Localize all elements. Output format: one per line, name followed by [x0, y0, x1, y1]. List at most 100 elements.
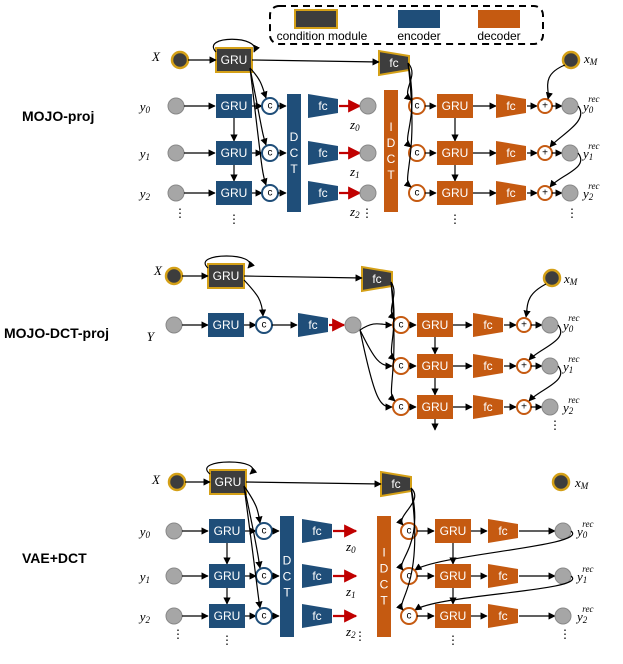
condition-fc-3: fc — [380, 470, 412, 498]
bar-letter: C — [290, 146, 299, 160]
gru-label: GRU — [440, 609, 467, 623]
gru-label: GRU — [440, 524, 467, 538]
bar-letter: D — [387, 136, 396, 150]
concat-label: c — [415, 188, 420, 199]
decoder-gru-0: GRU — [437, 94, 473, 118]
arrow — [249, 67, 268, 186]
ellipsis-dots: ⋮ — [172, 627, 184, 641]
gru-label: GRU — [422, 400, 449, 414]
decoder-concat-2-0: c — [392, 316, 410, 334]
condition-gru: GRU — [215, 47, 253, 73]
arrow — [204, 255, 255, 269]
fc-label: fc — [372, 272, 381, 286]
decoder-concat-2: c — [408, 184, 426, 202]
latent-z — [344, 316, 362, 334]
encoder-fc-2: fc — [308, 181, 338, 205]
decoder-gru-2-1: GRU — [417, 354, 453, 378]
encoder-gru-3-0: GRU — [209, 519, 245, 543]
decoder-plus-0: + — [537, 98, 553, 114]
fc-label: fc — [506, 99, 515, 113]
encoder-gru-3-2: GRU — [209, 604, 245, 628]
decoder-gru-3-1: GRU — [435, 564, 471, 588]
latent-z2 — [359, 184, 377, 202]
label-Y: Y — [147, 329, 156, 344]
ellipsis-dots: ⋮ — [549, 418, 561, 432]
gru-label: GRU — [214, 609, 241, 623]
gru-label: GRU — [442, 186, 469, 200]
input-y2 — [167, 184, 185, 202]
encoder-fc-2: fc — [298, 313, 328, 337]
arrow — [251, 58, 380, 66]
gru-label: GRU — [213, 318, 240, 332]
decoder-plus-2-2: + — [516, 399, 532, 415]
label-yrec3-0: y0rec — [575, 519, 593, 540]
fc-label: fc — [498, 569, 507, 583]
condition-gru-2: GRU — [207, 263, 245, 289]
decoder-fc-1: fc — [496, 141, 526, 165]
decoder-fc-2: fc — [496, 181, 526, 205]
decoder-concat-2-2: c — [392, 398, 410, 416]
label-yrec2: y2rec — [581, 181, 599, 202]
input-y3-2 — [165, 607, 183, 625]
encoder-gru-1: GRU — [216, 141, 252, 165]
concat-label: c — [268, 188, 273, 199]
arrow — [528, 324, 562, 361]
arrow — [206, 461, 258, 475]
gru-label: GRU — [422, 318, 449, 332]
concat-label: c — [399, 402, 404, 413]
label-y2: y2 — [138, 186, 151, 203]
legend-decoder-swatch — [478, 10, 520, 28]
bar-letter: T — [380, 594, 388, 608]
section-label-mojo-proj: MOJO-proj — [22, 108, 94, 124]
gru-label: GRU — [442, 99, 469, 113]
dct-bar-3: DCT — [280, 516, 294, 637]
encoder-concat-3-1: c — [255, 567, 273, 585]
bar-letter: C — [283, 570, 292, 584]
condition-fc: fc — [378, 49, 410, 77]
fc-label: fc — [312, 569, 321, 583]
ellipsis-dots: ⋮ — [361, 206, 373, 220]
fc-label: fc — [312, 524, 321, 538]
input-xM-2 — [542, 268, 562, 288]
plus-label: + — [521, 361, 527, 372]
decoder-fc-2-0: fc — [473, 313, 503, 337]
fc-label: fc — [391, 477, 400, 491]
decoder-plus-2-0: + — [516, 317, 532, 333]
encoder-gru-2: GRU — [208, 313, 244, 337]
output-y3-1 — [554, 567, 572, 585]
arrow — [249, 67, 268, 99]
arrow — [243, 485, 263, 524]
decoder-fc-3-1: fc — [488, 564, 518, 588]
input-xM — [561, 50, 581, 70]
label-z3-2: z2 — [345, 624, 356, 641]
encoder-concat-3-0: c — [255, 522, 273, 540]
gru-label: GRU — [221, 186, 248, 200]
fc-label: fc — [389, 56, 398, 70]
gru-label: GRU — [221, 146, 248, 160]
concat-label: c — [268, 101, 273, 112]
fc-label: fc — [498, 609, 507, 623]
arrow — [243, 274, 363, 282]
fc-label: fc — [318, 146, 327, 160]
decoder-gru-3-0: GRU — [435, 519, 471, 543]
fc-label: fc — [483, 400, 492, 414]
label-z3-0: z0 — [345, 539, 356, 556]
encoder-fc-3-0: fc — [302, 519, 332, 543]
arrow — [396, 487, 416, 611]
decoder-concat-3-2: c — [400, 607, 418, 625]
ellipsis-dots: ⋮ — [566, 206, 578, 220]
fc-label: fc — [318, 99, 327, 113]
section-label-vae-dct: VAE+DCT — [22, 550, 87, 566]
arrow — [396, 487, 416, 526]
bar-letter: I — [389, 120, 392, 134]
condition-gru-3: GRU — [209, 469, 247, 495]
encoder-gru-0: GRU — [216, 94, 252, 118]
input-y3-0 — [165, 522, 183, 540]
arrow — [359, 329, 393, 411]
arrow — [528, 365, 562, 402]
fc-label: fc — [318, 186, 327, 200]
encoder-fc-3-2: fc — [302, 604, 332, 628]
legend-condition-swatch — [294, 9, 338, 29]
